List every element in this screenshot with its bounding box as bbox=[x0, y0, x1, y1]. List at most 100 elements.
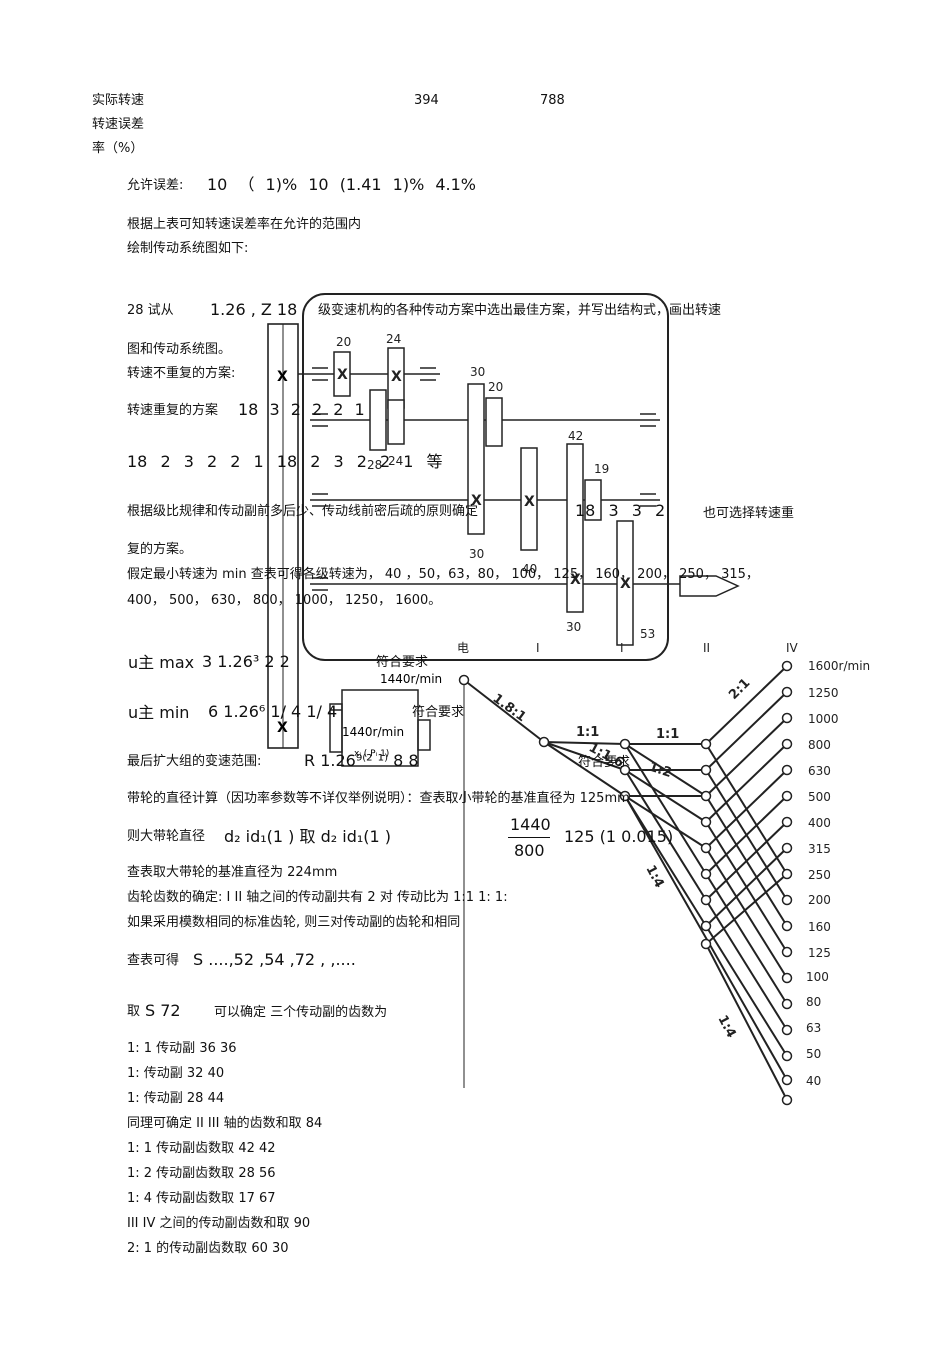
umin-ok: 符合要求 bbox=[412, 705, 465, 720]
take-expr: S 72 bbox=[145, 1001, 181, 1020]
gearbox-outline bbox=[302, 293, 669, 661]
svg-text:X: X bbox=[391, 369, 402, 385]
big-belt-standard: 查表取大带轮的基准直径为 224mm bbox=[127, 865, 338, 880]
svg-text:500: 500 bbox=[808, 790, 831, 804]
svg-text:X: X bbox=[620, 576, 631, 592]
allow-error-label: 允许误差: bbox=[127, 178, 184, 193]
umin-label: u主 min bbox=[128, 703, 190, 722]
conclusion-text: 根据上表可知转速误差率在允许的范围内 bbox=[127, 217, 362, 232]
svg-text:250: 250 bbox=[808, 868, 831, 882]
range-expr: R 1.26⁹⁽² ¹⁾ 8 8 bbox=[304, 751, 419, 770]
svg-text:20: 20 bbox=[488, 380, 503, 394]
draw-text: 绘制传动系统图如下: bbox=[127, 241, 249, 256]
svg-text:xᵢ ( Pᵢ 1): xᵢ ( Pᵢ 1) bbox=[354, 749, 389, 759]
svg-text:40: 40 bbox=[522, 562, 537, 576]
svg-text:24: 24 bbox=[388, 454, 403, 468]
svg-text:53: 53 bbox=[640, 627, 655, 641]
principle-tail: 也可选择转速重 bbox=[703, 506, 795, 521]
assume-speeds-2: 400， 500， 630， 800， 1000， 1250， 1600。 bbox=[127, 593, 442, 608]
svg-text:315: 315 bbox=[808, 842, 831, 856]
table-cell-788: 788 bbox=[540, 93, 565, 108]
umax-ok: 符合要求 bbox=[376, 655, 429, 670]
svg-text:200: 200 bbox=[808, 893, 831, 907]
svg-text:50: 50 bbox=[806, 1047, 821, 1061]
svg-text:630: 630 bbox=[808, 764, 831, 778]
pair-ii-iii-2: 1: 2 传动副齿数取 28 56 bbox=[127, 1166, 276, 1181]
repeat-expr: 18 3 2 2 2 1 bbox=[238, 400, 365, 419]
umax-label: u主 max bbox=[128, 653, 195, 672]
repeat-label: 转速重复的方案 bbox=[127, 403, 219, 418]
svg-text:1:1: 1:1 bbox=[656, 727, 679, 742]
range-label: 最后扩大组的变速范围: bbox=[127, 754, 262, 769]
same-sum-text: 同理可确定 II III 轴的齿数和取 84 bbox=[127, 1116, 323, 1131]
svg-text:30: 30 bbox=[469, 547, 484, 561]
umax-expr: 3 1.26³ 2 2 bbox=[202, 652, 290, 671]
svg-text:X: X bbox=[570, 572, 581, 588]
svg-text:1:4: 1:4 bbox=[642, 863, 666, 891]
svg-text:1:2: 1:2 bbox=[647, 760, 674, 781]
svg-text:1440r/min: 1440r/min bbox=[342, 725, 404, 739]
svg-text:20: 20 bbox=[336, 335, 351, 349]
svg-text:100: 100 bbox=[806, 970, 829, 984]
principle-text: 根据级比规律和传动副前多后少、传动线前密后疏的原则确定 bbox=[127, 504, 479, 519]
svg-text:X: X bbox=[277, 369, 288, 385]
belt-text: 带轮的直径计算（因功率参数等不详仅举例说明）：查表取小带轮的基准直径为 125m… bbox=[127, 791, 630, 806]
assume-speeds: 假定最小转速为 min 查表可得各级转速为， 40 ，50，63，80， 100… bbox=[127, 567, 759, 582]
svg-text:30: 30 bbox=[470, 365, 485, 379]
svg-text:80: 80 bbox=[806, 995, 821, 1009]
pair-ii-iii-1: 1: 1 传动副齿数取 42 42 bbox=[127, 1141, 276, 1156]
question-28-params: 1.26 , Z 18 bbox=[210, 300, 298, 319]
big-belt-expr: d₂ id₁(1 ) 取 d₂ id₁(1 ) bbox=[224, 827, 392, 846]
svg-text:II: II bbox=[703, 641, 710, 655]
pair-1: 1: 1 传动副 36 36 bbox=[127, 1041, 237, 1056]
question-28-start: 28 试从 bbox=[127, 303, 174, 318]
question-28-end: 图和传动系统图。 bbox=[127, 342, 232, 357]
svg-text:30: 30 bbox=[566, 620, 581, 634]
svg-text:I: I bbox=[620, 641, 624, 655]
svg-text:I: I bbox=[536, 641, 540, 655]
norepeat-label: 转速不重复的方案: bbox=[127, 366, 236, 381]
svg-text:X: X bbox=[524, 494, 535, 510]
table-row-label-error-b: 率（%） bbox=[92, 141, 144, 156]
svg-text:X: X bbox=[471, 493, 482, 509]
svg-text:400: 400 bbox=[808, 816, 831, 830]
svg-text:160: 160 bbox=[808, 920, 831, 934]
svg-text:24: 24 bbox=[386, 332, 401, 346]
allow-error-expr: 10 （ 1)% 10 (1.41 1)% 4.1% bbox=[207, 175, 477, 194]
table-row-label-error-a: 转速误差 bbox=[92, 117, 145, 132]
big-belt-label: 则大带轮直径 bbox=[127, 829, 206, 844]
svg-text:1600r/min: 1600r/min bbox=[808, 659, 870, 673]
svg-text:1000: 1000 bbox=[808, 712, 839, 726]
take-label: 取 bbox=[127, 1004, 141, 1019]
equivalent-row: 18 2 3 2 2 1 18 2 3 2 2 1 等 bbox=[127, 452, 443, 471]
question-28-body: 级变速机构的各种传动方案中选出最佳方案，并写出结构式，画出转速 bbox=[318, 303, 722, 318]
table-cell-394: 394 bbox=[414, 93, 439, 108]
gear-count-text: 齿轮齿数的确定: I II 轴之间的传动副共有 2 对 传动比为 1:1 1: … bbox=[127, 890, 508, 905]
svg-text:42: 42 bbox=[568, 429, 583, 443]
sz-expr: S ....,52 ,54 ,72 , ,.... bbox=[193, 950, 356, 969]
svg-text:28: 28 bbox=[367, 458, 382, 472]
svg-text:1:4: 1:4 bbox=[714, 1013, 738, 1041]
svg-text:X: X bbox=[337, 367, 348, 383]
sz-label: 查表可得 bbox=[127, 953, 180, 968]
svg-text:1250: 1250 bbox=[808, 686, 839, 700]
gear-same-text: 如果采用模数相同的标准齿轮, 则三对传动副的齿轮和相同 bbox=[127, 915, 461, 930]
svg-text:40: 40 bbox=[806, 1074, 821, 1088]
big-belt-tail: 125 (1 0.015) bbox=[564, 827, 674, 846]
svg-text:X: X bbox=[277, 720, 288, 736]
table-row-label-speed: 实际转速 bbox=[92, 93, 145, 108]
svg-text:800: 800 bbox=[808, 738, 831, 752]
pair-ii-iii-3: 1: 4 传动副齿数取 17 67 bbox=[127, 1191, 276, 1206]
principle-expr: 18 3 3 2 bbox=[575, 501, 666, 520]
pair-3: 1: 传动副 28 44 bbox=[127, 1091, 225, 1106]
fraction-numerator: 1440 bbox=[510, 815, 551, 834]
svg-text:IV: IV bbox=[786, 641, 799, 655]
svg-text:19: 19 bbox=[594, 462, 609, 476]
range-ok: 符合要求 bbox=[578, 755, 631, 770]
iii-iv-pair-1: 2: 1 的传动副齿数取 60 30 bbox=[127, 1241, 289, 1256]
svg-text:2:1: 2:1 bbox=[726, 676, 753, 703]
svg-text:1:1: 1:1 bbox=[576, 725, 599, 740]
svg-text:125: 125 bbox=[808, 946, 831, 960]
fraction-denominator: 800 bbox=[514, 841, 545, 860]
